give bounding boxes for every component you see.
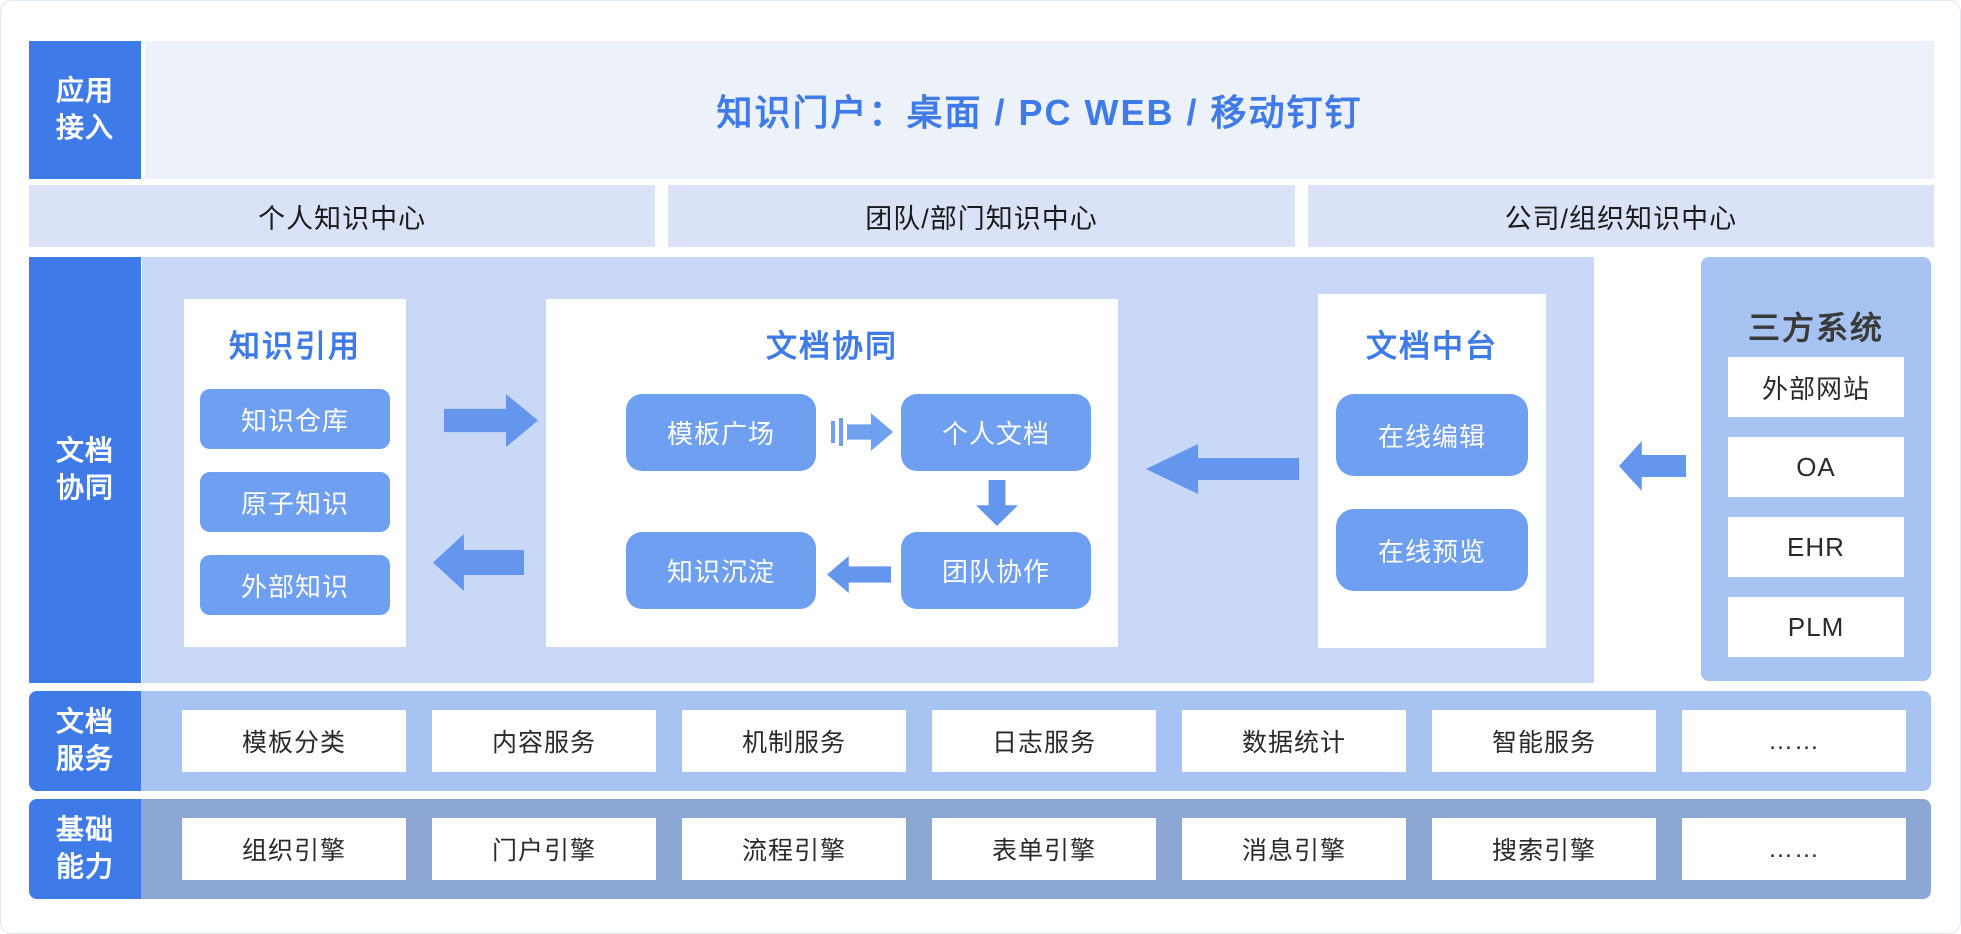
portal-engine-node: 门户引擎 bbox=[432, 818, 656, 880]
online-preview-node: 在线预览 bbox=[1336, 509, 1528, 591]
doc-platform-box: 文档中台 在线编辑 在线预览 bbox=[1318, 294, 1546, 648]
org-engine-node: 组织引擎 bbox=[182, 818, 406, 880]
app-access-row: 应用 接入 知识门户：桌面 / PC WEB / 移动钉钉 bbox=[29, 41, 1934, 179]
knowledge-reference-box: 知识引用 知识仓库 原子知识 外部知识 bbox=[184, 299, 406, 647]
form-engine-node: 表单引擎 bbox=[932, 818, 1156, 880]
app-access-label: 应用 接入 bbox=[29, 41, 141, 179]
plm-node: PLM bbox=[1728, 597, 1904, 657]
template-category-node: 模板分类 bbox=[182, 710, 406, 772]
knowledge-deposit-node: 知识沉淀 bbox=[626, 532, 816, 609]
third-party-title: 三方系统 bbox=[1747, 310, 1884, 346]
external-knowledge-node: 外部知识 bbox=[200, 555, 390, 615]
arrow-ref-to-collab-icon bbox=[444, 394, 538, 447]
doc-collab-title: 文档协同 bbox=[766, 329, 898, 364]
doc-collaboration-label-line2: 协同 bbox=[55, 472, 114, 503]
message-engine-node: 消息引擎 bbox=[1182, 818, 1406, 880]
doc-collab-box: 文档协同 模板广场 个人文档 团队协作 知识沉淀 bbox=[546, 299, 1118, 647]
knowledge-centers-row: 个人知识中心 团队/部门知识中心 公司/组织知识中心 bbox=[29, 185, 1934, 247]
base-ability-label-line2: 能力 bbox=[55, 851, 114, 882]
doc-service-label: 文档 服务 bbox=[29, 691, 141, 791]
doc-collaboration-label: 文档 协同 bbox=[29, 257, 141, 683]
ehr-node: EHR bbox=[1728, 517, 1904, 577]
base-ability-label-line1: 基础 bbox=[55, 814, 114, 846]
company-knowledge-center: 公司/组织知识中心 bbox=[1307, 185, 1934, 247]
arrow-platform-to-collab-icon bbox=[1146, 444, 1299, 494]
log-service-node: 日志服务 bbox=[932, 710, 1156, 772]
arrow-team-to-deposit-icon bbox=[827, 556, 891, 593]
base-ability-more-node: …… bbox=[1682, 818, 1906, 880]
doc-platform-title: 文档中台 bbox=[1366, 329, 1498, 364]
intelligent-service-node: 智能服务 bbox=[1432, 710, 1656, 772]
doc-service-band: 文档 服务 模板分类 内容服务 机制服务 日志服务 数据统计 智能服务 …… bbox=[29, 691, 1931, 791]
external-website-node: 外部网站 bbox=[1728, 357, 1904, 417]
base-ability-list: 组织引擎 门户引擎 流程引擎 表单引擎 消息引擎 搜索引擎 …… bbox=[182, 818, 1906, 880]
doc-collaboration-container: 知识引用 知识仓库 原子知识 外部知识 文档协同 模板广场 个人文档 团队协作 bbox=[142, 257, 1594, 683]
oa-node: OA bbox=[1728, 437, 1904, 497]
personal-knowledge-center: 个人知识中心 bbox=[29, 185, 656, 247]
doc-service-label-line2: 服务 bbox=[55, 743, 114, 774]
team-collab-node: 团队协作 bbox=[901, 532, 1091, 609]
arrow-collab-to-ref-icon bbox=[433, 534, 524, 591]
mechanism-service-node: 机制服务 bbox=[682, 710, 906, 772]
portal-title: 知识门户：桌面 / PC WEB / 移动钉钉 bbox=[716, 92, 1363, 133]
knowledge-portal-banner: 知识门户：桌面 / PC WEB / 移动钉钉 bbox=[145, 41, 1934, 179]
doc-collaboration-section: 文档 协同 知识引用 知识仓库 原子知识 外部知识 文档协同 模板广场 bbox=[29, 257, 1934, 683]
atomic-knowledge-node: 原子知识 bbox=[200, 472, 390, 532]
personal-doc-node: 个人文档 bbox=[901, 394, 1091, 471]
arrow-template-to-personal-icon bbox=[831, 413, 893, 451]
data-statistics-node: 数据统计 bbox=[1182, 710, 1406, 772]
content-service-node: 内容服务 bbox=[432, 710, 656, 772]
knowledge-reference-title: 知识引用 bbox=[229, 329, 361, 364]
search-engine-node: 搜索引擎 bbox=[1432, 818, 1656, 880]
app-access-label-line1: 应用 bbox=[55, 75, 114, 107]
base-ability-label: 基础 能力 bbox=[29, 799, 141, 899]
team-knowledge-center: 团队/部门知识中心 bbox=[668, 185, 1295, 247]
doc-service-label-line1: 文档 bbox=[55, 706, 114, 738]
doc-collaboration-label-line1: 文档 bbox=[55, 435, 114, 467]
doc-service-list: 模板分类 内容服务 机制服务 日志服务 数据统计 智能服务 …… bbox=[182, 710, 1906, 772]
knowledge-warehouse-node: 知识仓库 bbox=[200, 389, 390, 449]
app-access-label-line2: 接入 bbox=[55, 112, 114, 143]
template-market-node: 模板广场 bbox=[626, 394, 816, 471]
third-party-list: 外部网站 OA EHR PLM bbox=[1728, 357, 1904, 657]
arrow-personal-to-team-icon bbox=[976, 480, 1018, 526]
process-engine-node: 流程引擎 bbox=[682, 818, 906, 880]
third-party-panel: 三方系统 外部网站 OA EHR PLM bbox=[1701, 257, 1931, 681]
online-edit-node: 在线编辑 bbox=[1336, 394, 1528, 476]
doc-service-more-node: …… bbox=[1682, 710, 1906, 772]
base-ability-band: 基础 能力 组织引擎 门户引擎 流程引擎 表单引擎 消息引擎 搜索引擎 …… bbox=[29, 799, 1931, 899]
arrow-thirdparty-to-platform-icon bbox=[1619, 441, 1686, 491]
